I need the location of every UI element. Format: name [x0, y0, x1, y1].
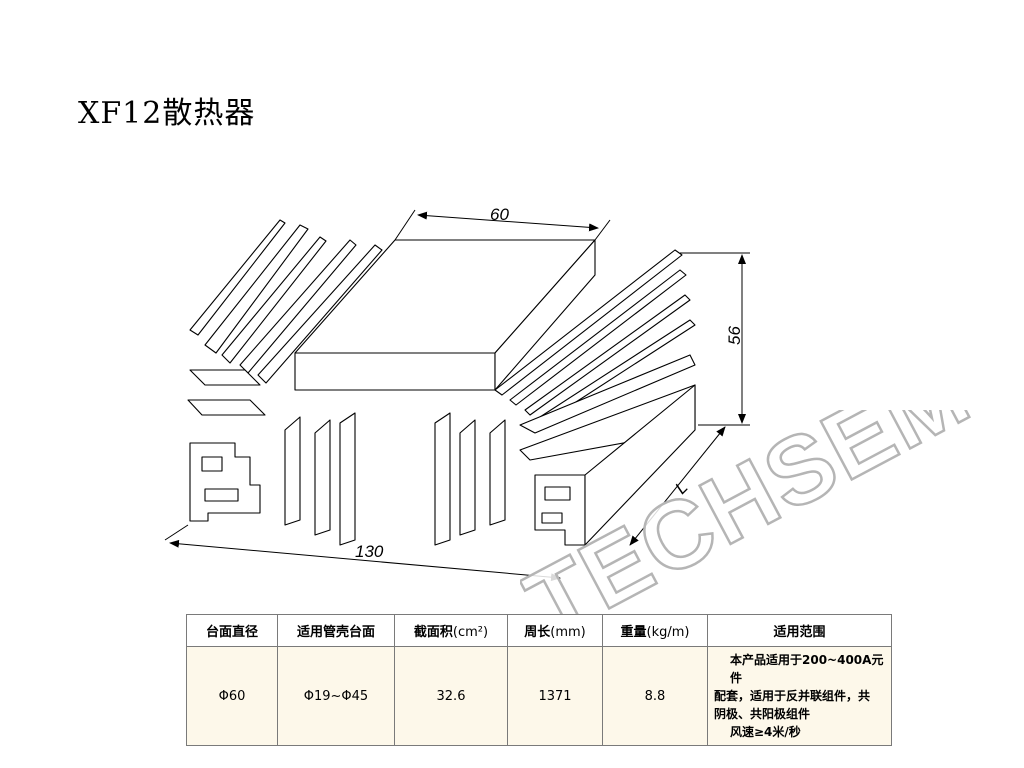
- range-line: 配套，适用于反并联组件，共: [714, 689, 871, 703]
- cell-perimeter: 1371: [507, 646, 603, 746]
- left-foot: [189, 442, 261, 522]
- heatsink-drawing: 60 56 L 130: [164, 205, 750, 582]
- bottom-fin-3: [339, 412, 356, 546]
- cell-case: Φ19~Φ45: [277, 646, 395, 746]
- header-diameter: 台面直径: [186, 614, 278, 647]
- header-area: 截面积(cm²): [394, 614, 508, 647]
- range-line: 风速≥4米/秒: [730, 725, 801, 739]
- spec-header-row: 台面直径 适用管壳台面 截面积(cm²) 周长(mm) 重量(kg/m) 适用范…: [186, 614, 892, 647]
- dim-height-label: 56: [725, 326, 744, 345]
- header-weight: 重量(kg/m): [602, 614, 708, 647]
- cell-area: 32.6: [394, 646, 508, 746]
- range-line: 阴极、共阳极组件: [714, 707, 811, 721]
- left-fin-2: [204, 224, 309, 354]
- left-fin-3: [221, 236, 327, 364]
- cell-diameter: Φ60: [186, 646, 278, 746]
- right-fin-1: [494, 249, 683, 396]
- top-plate-front: [294, 352, 496, 391]
- spec-table: 台面直径 适用管壳台面 截面积(cm²) 周长(mm) 重量(kg/m) 适用范…: [186, 614, 892, 746]
- cell-weight: 8.8: [602, 646, 708, 746]
- left-fin-5: [257, 244, 383, 384]
- bottom-fin-2: [314, 419, 331, 536]
- header-range: 适用范围: [707, 614, 892, 647]
- right-fin-3: [524, 294, 691, 416]
- dim-total-label: 130: [355, 542, 384, 561]
- range-line: 本产品适用于200~400A元件: [730, 653, 884, 685]
- spec-data-row: Φ60 Φ19~Φ45 32.6 1371 8.8 本产品适用于200~400A…: [186, 646, 892, 746]
- bottom-fin-4: [434, 412, 451, 546]
- dim-width-label: 60: [490, 205, 509, 224]
- bottom-fin-1: [284, 416, 301, 526]
- right-wing-upper: [519, 354, 696, 434]
- cell-range: 本产品适用于200~400A元件 配套，适用于反并联组件，共 阴极、共阳极组件 …: [707, 646, 892, 746]
- bottom-fin-5: [459, 419, 476, 536]
- top-plate-side: [494, 239, 596, 391]
- left-wing-upper: [189, 369, 261, 386]
- page-title: XF12散热器: [78, 96, 256, 131]
- right-fin-2: [509, 269, 687, 406]
- header-perimeter: 周长(mm): [507, 614, 603, 647]
- bottom-fin-6: [489, 419, 506, 526]
- header-case: 适用管壳台面: [277, 614, 395, 647]
- left-fin-1: [189, 219, 286, 336]
- left-wing-lower: [187, 399, 266, 416]
